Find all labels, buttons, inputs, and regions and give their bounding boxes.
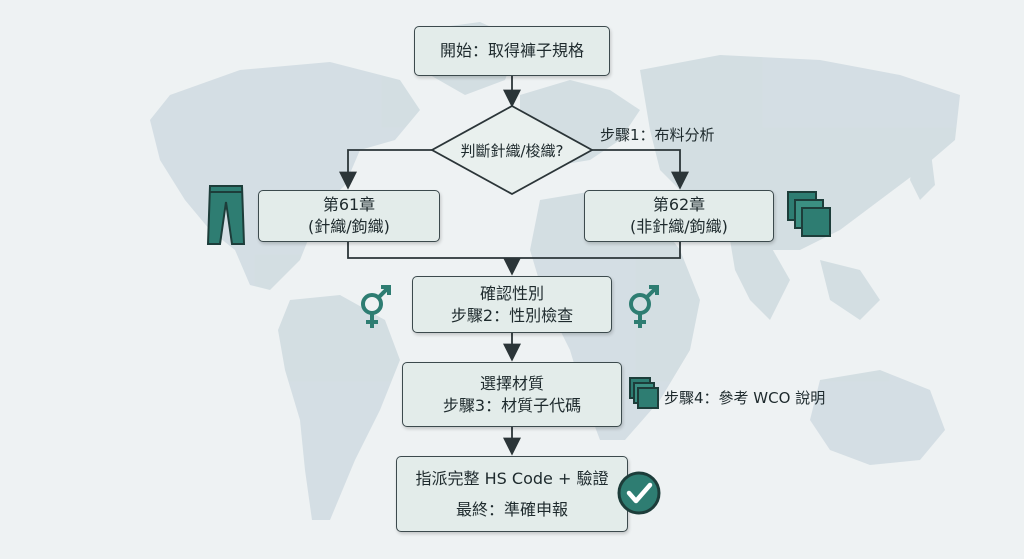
decision-diamond	[430, 104, 594, 196]
checkmark-icon	[617, 471, 661, 515]
start-box: 開始：取得褲子規格	[414, 26, 610, 76]
gender-box: 確認性別 步驟2：性別檢查	[412, 276, 612, 333]
material-title: 選擇材質	[479, 373, 544, 393]
chapter62-title: 第62章	[652, 195, 706, 214]
material-step: 步驟3：材質子代碼	[442, 395, 582, 415]
chapter62-subtitle: (非針織/鉤織)	[630, 217, 728, 236]
gender-step: 步驟2：性別檢查	[450, 305, 574, 325]
gender-title: 確認性別	[479, 283, 544, 303]
chapter62-box: 第62章 (非針織/鉤織)	[584, 190, 774, 242]
pants-icon	[206, 185, 246, 245]
final-box: 指派完整 HS Code + 驗證 最終：準確申報	[396, 456, 628, 532]
final-title: 指派完整 HS Code + 驗證	[415, 468, 609, 488]
final-subtitle: 最終：準確申報	[455, 499, 568, 519]
decision-text: 判斷針織/梭織?	[460, 142, 564, 160]
chapter61-box: 第61章 (針織/鉤織)	[258, 190, 440, 242]
document-stack-icon	[629, 377, 659, 409]
gender-icon	[361, 285, 391, 328]
gender-icon-right	[629, 285, 659, 328]
step4-label: 步驟4：參考 WCO 說明	[664, 389, 826, 407]
chapter61-title: 第61章	[322, 195, 376, 214]
fabric-swatch-icon	[787, 191, 831, 237]
material-box: 選擇材質 步驟3：材質子代碼	[402, 362, 622, 427]
step1-label: 步驟1：布料分析	[600, 126, 715, 144]
chapter61-subtitle: (針織/鉤織)	[308, 217, 390, 236]
start-text: 開始：取得褲子規格	[439, 41, 584, 60]
